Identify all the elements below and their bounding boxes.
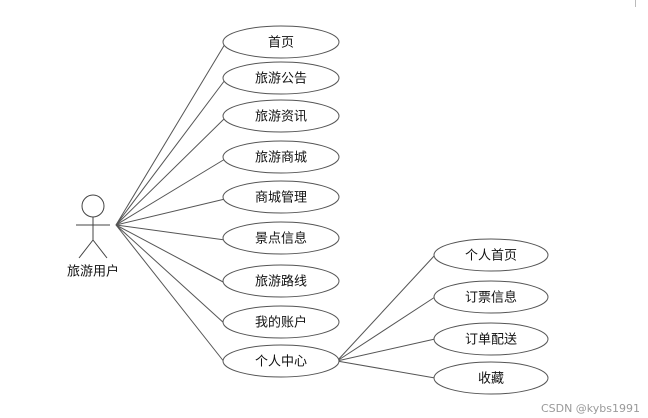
include-line bbox=[336, 296, 436, 362]
association-line bbox=[115, 224, 226, 364]
use-case-travel-news: 旅游资讯 bbox=[222, 99, 340, 133]
association-line bbox=[115, 43, 226, 226]
use-case-label: 商城管理 bbox=[255, 191, 307, 206]
actor-left-leg bbox=[78, 239, 94, 259]
association-line bbox=[115, 224, 226, 325]
include-line bbox=[336, 338, 436, 362]
use-case-order-delivery: 订单配送 bbox=[433, 322, 549, 356]
use-case-label: 旅游商城 bbox=[255, 151, 307, 166]
use-case-my-account: 我的账户 bbox=[222, 305, 340, 339]
watermark: CSDN @kybs1991 bbox=[540, 402, 640, 415]
page-corner-mark bbox=[635, 0, 636, 7]
include-line bbox=[336, 360, 436, 379]
use-case-label: 首页 bbox=[268, 36, 294, 51]
use-case-label: 我的账户 bbox=[255, 315, 307, 331]
association-line bbox=[115, 224, 226, 284]
actor-label: 旅游用户 bbox=[67, 264, 119, 280]
use-case-personal-center: 个人中心 bbox=[222, 344, 340, 378]
association-line bbox=[115, 198, 226, 226]
use-case-ellipse bbox=[433, 322, 549, 356]
use-case-ellipse bbox=[433, 280, 549, 314]
association-line bbox=[115, 79, 226, 226]
use-case-label: 个人首页 bbox=[465, 249, 517, 264]
use-case-ellipse bbox=[222, 25, 340, 59]
use-case-ellipse bbox=[222, 61, 340, 95]
use-case-favorites: 收藏 bbox=[433, 361, 549, 395]
use-case-label: 个人中心 bbox=[255, 355, 307, 370]
use-case-travel-notice: 旅游公告 bbox=[222, 61, 340, 95]
association-line bbox=[115, 117, 226, 226]
use-case-ticket-info: 订票信息 bbox=[433, 280, 549, 314]
use-case-travel-mall: 旅游商城 bbox=[222, 140, 340, 174]
use-case-ellipse bbox=[222, 264, 340, 298]
use-case-ellipse bbox=[222, 305, 340, 339]
use-case-label: 旅游路线 bbox=[255, 274, 307, 290]
use-case-travel-route: 旅游路线 bbox=[222, 264, 340, 298]
use-case-label: 旅游公告 bbox=[255, 72, 307, 87]
use-case-ellipse bbox=[433, 361, 549, 395]
use-case-personal-home: 个人首页 bbox=[433, 238, 549, 272]
use-case-ellipse bbox=[222, 221, 340, 255]
use-case-ellipse bbox=[222, 99, 340, 133]
use-case-label: 订票信息 bbox=[465, 290, 517, 306]
use-case-mall-management: 商城管理 bbox=[222, 180, 340, 214]
use-case-ellipse bbox=[222, 140, 340, 174]
use-case-scenic-spot-info: 景点信息 bbox=[222, 221, 340, 255]
include-line bbox=[336, 254, 436, 362]
use-case-home: 首页 bbox=[222, 25, 340, 59]
association-lines bbox=[115, 43, 436, 379]
association-line bbox=[115, 158, 226, 226]
use-case-label: 订单配送 bbox=[465, 333, 517, 348]
use-case-ellipse bbox=[222, 344, 340, 378]
use-case-label: 景点信息 bbox=[255, 231, 307, 247]
actor-head bbox=[81, 194, 105, 218]
use-case-label: 收藏 bbox=[478, 372, 504, 387]
actor-right-leg bbox=[92, 239, 108, 259]
actor-figure: 旅游用户 bbox=[67, 194, 119, 280]
use-case-ellipse bbox=[433, 238, 549, 272]
association-line bbox=[115, 224, 226, 241]
use-case-label: 旅游资讯 bbox=[255, 110, 307, 125]
use-case-ellipse bbox=[222, 180, 340, 214]
